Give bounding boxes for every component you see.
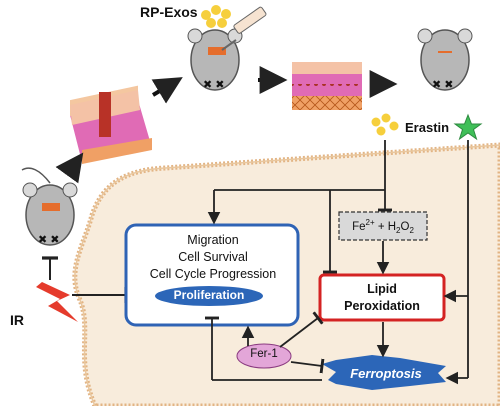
fe-charge: 2+ <box>365 218 375 227</box>
lipid-peroxidation-text: Lipid Peroxidation <box>322 281 442 315</box>
syringe-icon <box>221 6 267 51</box>
ferroptosis-label: Ferroptosis <box>350 366 422 381</box>
o2-sub: 2 <box>409 226 414 236</box>
fe-h2o2-label: Fe2+ + H2O2 <box>341 218 425 235</box>
peroxidation-label: Peroxidation <box>344 299 420 313</box>
erastin-star-icon <box>453 113 483 141</box>
skin-tissue-icon <box>292 62 362 110</box>
lipid-label: Lipid <box>367 282 397 296</box>
proliferation-shape <box>155 286 263 306</box>
svg-text:✖ ✖: ✖ ✖ <box>203 79 225 91</box>
erastin-label: Erastin <box>405 120 450 135</box>
exosome-cluster-icon <box>201 5 231 28</box>
cell-cycle-label: Cell Cycle Progression <box>149 267 277 281</box>
fe-h2o2-box <box>338 211 428 241</box>
fer1-label: Fer-1 <box>250 348 278 360</box>
ir-label: IR <box>10 312 24 328</box>
svg-text:✖ ✖: ✖ ✖ <box>432 79 454 91</box>
mouse-icon: ✖ ✖ <box>21 167 78 246</box>
fer1-node <box>236 343 292 369</box>
cell-survival-label: Cell Survival <box>178 250 248 264</box>
skin-tissue-icon <box>70 85 152 164</box>
h2-sub: 2 <box>396 226 401 236</box>
cell-functions-text: Migration Cell Survival Cell Cycle Progr… <box>128 232 298 283</box>
o-symbol: O <box>400 220 410 233</box>
fe-symbol: Fe <box>352 220 366 233</box>
ferroptosis-shape <box>322 355 446 390</box>
svg-text:✖ ✖: ✖ ✖ <box>38 234 60 246</box>
migration-label: Migration <box>187 233 239 247</box>
mouse-icon: ✖ ✖ <box>187 28 243 91</box>
rp-exos-label: RP-Exos <box>140 4 198 20</box>
proliferation-label: Proliferation <box>173 288 245 302</box>
mouse-icon: ✖ ✖ <box>417 28 473 91</box>
lightning-icon <box>36 282 78 322</box>
fe-plus: + H <box>374 220 397 233</box>
exosome-cluster-icon <box>371 113 399 136</box>
